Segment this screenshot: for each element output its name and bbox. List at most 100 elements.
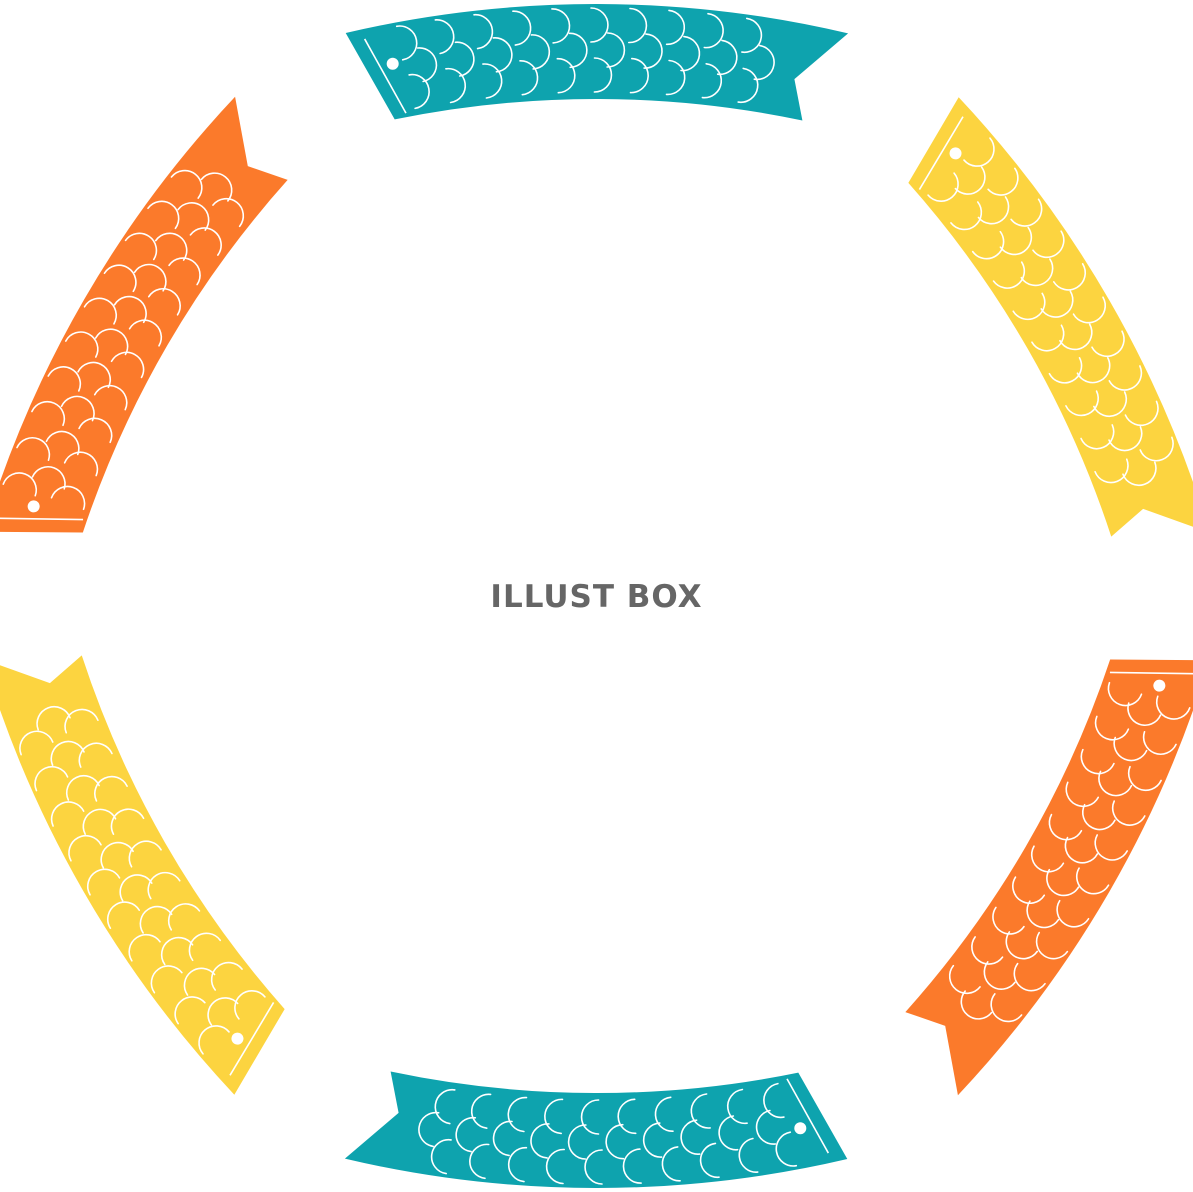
koinobori-scale [16, 437, 51, 461]
koinobori-scale [551, 8, 571, 44]
koinobori-scale [128, 319, 163, 347]
koinobori-scale [1142, 731, 1177, 755]
koinobori-scale [60, 395, 95, 422]
koinobori-scale [31, 466, 66, 490]
koinobori-scale [177, 202, 210, 231]
koinobori-body [0, 655, 285, 1095]
koinobori-scale [753, 44, 775, 81]
koinobori-scale [987, 167, 1019, 196]
koinobori-body [905, 659, 1193, 1096]
koinobori-lower-left-yellow [0, 655, 285, 1095]
koinobori-gill-line [786, 1078, 830, 1154]
koinobori-gill-line [0, 517, 84, 521]
koinobori-scale [45, 430, 80, 456]
koinobori-scale [1072, 296, 1106, 324]
koinobori-scale [1080, 748, 1115, 775]
koinobori-scale [207, 997, 239, 1026]
koinobori-scale [699, 1142, 720, 1179]
koinobori-scale [1031, 324, 1065, 352]
koinobori-scale [1048, 357, 1083, 384]
koinobori-scale [103, 264, 137, 293]
koinobori-scale [680, 1119, 701, 1155]
koinobori-scale [36, 705, 71, 731]
koinobori-scale [454, 41, 475, 77]
koinobori-scale [200, 172, 233, 202]
koinobori-scale [738, 1137, 759, 1173]
koinobori-scale [110, 808, 145, 835]
koinobori-scale [77, 361, 111, 389]
koinobori-scale [1026, 900, 1060, 929]
koinobori-scale [718, 1115, 739, 1151]
koinobori-scale [741, 17, 763, 54]
koinobori-scale [1113, 736, 1148, 762]
koinobori-scale [113, 295, 147, 324]
koinobori-scale [174, 996, 206, 1025]
koinobori-scale [234, 990, 266, 1020]
koinobori-scale [775, 1131, 798, 1167]
koinobori-scale [82, 808, 117, 835]
koinobori-scale [482, 63, 503, 99]
koinobori-scale [64, 331, 99, 358]
koinobori-scale [1080, 424, 1115, 450]
koinobori-scale [150, 965, 183, 994]
koinobori-scale [1065, 390, 1099, 417]
koinobori-scale [1052, 263, 1087, 291]
koinobori-scale [50, 485, 86, 511]
watermark-text: ILLUST BOX [490, 579, 703, 615]
koinobori-scale [87, 868, 121, 896]
koinobori-scale [556, 57, 576, 94]
koinobori-scale [950, 201, 983, 231]
koinobori-scale [1035, 931, 1069, 960]
koinobori-scale [455, 1116, 477, 1153]
koinobori-scale [1020, 258, 1054, 287]
koinobori-scale [1005, 931, 1039, 960]
koinobori-scale [680, 35, 701, 72]
koinobori-upper-left-orange [0, 96, 288, 533]
koinobori-top-teal [345, 4, 849, 121]
koinobori-scale [83, 297, 117, 325]
koinobori-scale [971, 230, 1005, 260]
koinobori-scale [133, 263, 167, 292]
koinobori-scale [147, 200, 180, 230]
koinobori-scale [1032, 230, 1065, 259]
koinobori-scale [94, 775, 128, 802]
koinobori-scale [690, 1093, 711, 1129]
koinobori-scale [1012, 876, 1046, 905]
koinobori-scale [1076, 357, 1111, 384]
koinobori-scale [1076, 867, 1110, 895]
koinobori-scale [1010, 198, 1043, 227]
koinobori-scale [580, 1099, 600, 1135]
koinobori-scale [1111, 800, 1146, 826]
koinobori-scale [990, 993, 1023, 1023]
koinobori-scale [567, 1124, 587, 1160]
koinobori-scale [189, 227, 222, 256]
koinobori-scale [110, 351, 145, 379]
koinobori-eye [1153, 679, 1166, 692]
koinobori-scale [1127, 702, 1162, 726]
koinobori-eye [794, 1122, 807, 1135]
koinobori-scale [606, 32, 626, 68]
koinobori-scale [545, 1148, 565, 1185]
koinobori-scale [1139, 436, 1174, 462]
koinobori-scale [198, 1025, 230, 1055]
koinobori-gill-line [1109, 671, 1193, 675]
koinobori-scale [716, 39, 738, 76]
koinobori-scale [2, 472, 38, 497]
koinobori-scale [160, 936, 194, 966]
koinobori-scale [605, 1123, 625, 1160]
koinobori-scale [1155, 695, 1191, 720]
koinobori-scale [168, 257, 201, 286]
koinobori-scale [1108, 425, 1143, 452]
koinobori-eye [386, 57, 399, 70]
koinobori-scale [654, 1096, 674, 1133]
koinobori-gill-line [229, 1002, 275, 1076]
koinobori-scale [492, 1120, 513, 1157]
koinobori-scale [119, 874, 153, 902]
koinobori-scale [434, 19, 455, 55]
koinobori-scale [544, 1098, 564, 1135]
koinobori-scale [1030, 845, 1065, 873]
koinobori-eye [27, 500, 40, 513]
koinobori-scale [642, 1122, 663, 1158]
